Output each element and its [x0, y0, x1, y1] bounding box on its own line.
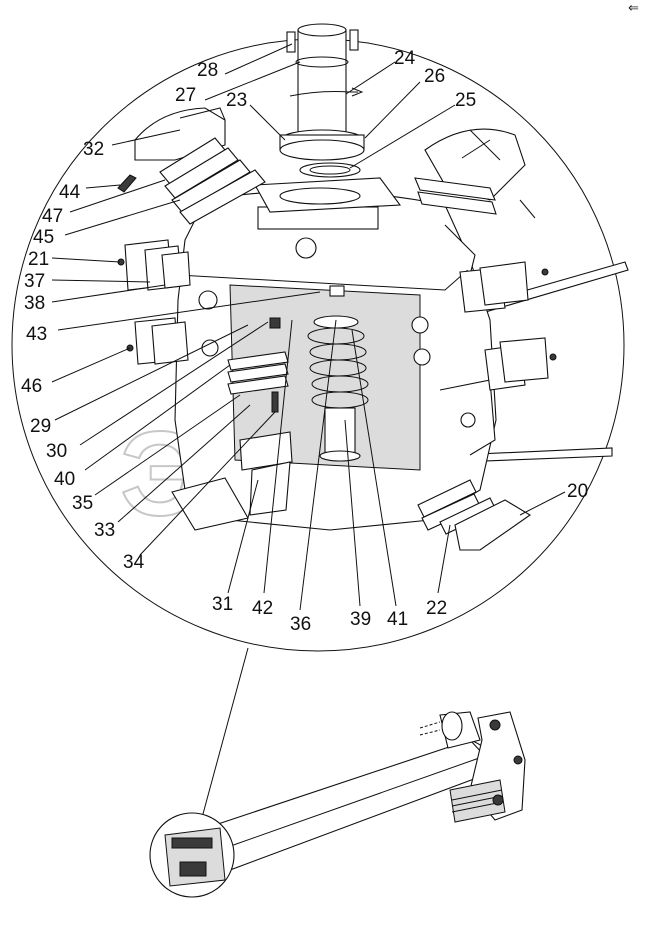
leader-lines [51, 43, 566, 611]
main-housing [174, 177, 497, 531]
callout-32: 32 [83, 139, 104, 160]
callout-22: 22 [426, 598, 447, 619]
callout-24: 24 [394, 48, 416, 69]
top-tube-assembly [279, 23, 365, 178]
callout-23: 23 [226, 90, 247, 111]
callout-27: 27 [175, 85, 196, 106]
callout-41: 41 [387, 609, 408, 630]
callout-35: 35 [72, 493, 93, 514]
callout-21: 21 [28, 249, 49, 270]
callout-45: 45 [33, 227, 54, 248]
callout-30: 30 [46, 441, 67, 462]
callout-37: 37 [24, 271, 45, 292]
callout-46: 46 [21, 376, 42, 397]
callout-38: 38 [24, 293, 45, 314]
callout-43: 43 [26, 324, 47, 345]
right-plates [459, 261, 557, 391]
callout-26: 26 [424, 66, 445, 87]
callout-31: 31 [212, 594, 233, 615]
callout-20: 20 [567, 481, 588, 502]
callout-29: 29 [30, 416, 51, 437]
spring-assembly [307, 285, 369, 462]
callout-36: 36 [290, 614, 311, 635]
corner-arrow-mark: ⇐ [628, 1, 639, 16]
callout-34: 34 [123, 552, 145, 573]
callout-28: 28 [197, 60, 218, 81]
callout-39: 39 [350, 609, 371, 630]
callout-25: 25 [455, 90, 476, 111]
detail-leader-line [199, 647, 249, 826]
left-plates [117, 239, 191, 365]
left-cap-assembly [117, 107, 266, 225]
bottom-right-plates [417, 479, 532, 551]
callout-42: 42 [252, 598, 273, 619]
callout-47: 47 [42, 206, 63, 227]
right-cap-assembly [414, 128, 536, 219]
axle-overview [149, 711, 526, 898]
callout-labels: 28 24 26 27 23 25 32 44 47 45 21 37 38 4… [21, 48, 588, 635]
callout-33: 33 [94, 520, 115, 541]
callout-44: 44 [59, 182, 81, 203]
callout-40: 40 [54, 469, 75, 490]
